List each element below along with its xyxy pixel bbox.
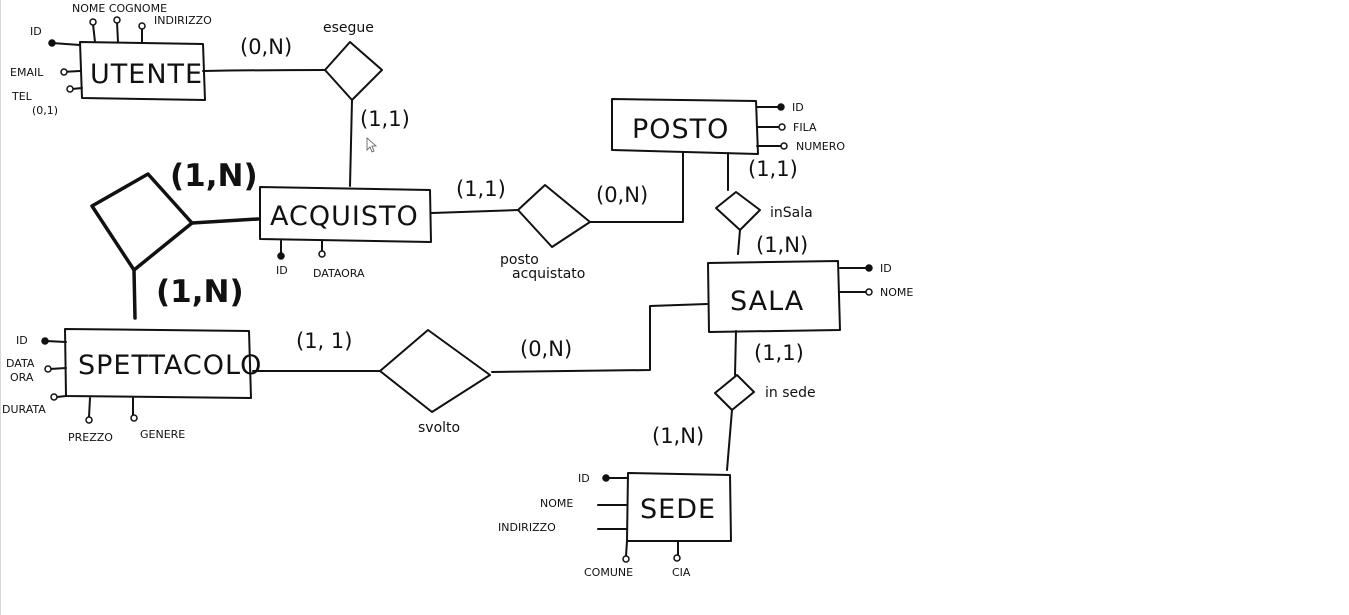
relationship-in-sede-label: in sede [765, 385, 816, 401]
attr-acquisto-data-ora: DATAORA [313, 267, 365, 280]
attr-sede-indirizzo: INDIRIZZO [498, 521, 556, 534]
attr-spettacolo-prezzo: PREZZO [68, 431, 113, 444]
attributes-utente: ID NOME COGNOME INDIRIZZO EMAIL TEL (0,1… [10, 2, 212, 117]
attr-utente-id: ID [30, 25, 42, 38]
relationship-esegue-label: esegue [323, 20, 374, 36]
attr-spettacolo-ora: ORA [10, 371, 34, 384]
card-sede-insede: (1,N) [652, 424, 704, 448]
line-esegue-acquisto [349, 99, 353, 187]
line-utente-esegue [202, 69, 326, 72]
relationship-in-sala-label: inSala [770, 205, 813, 221]
attr-acquisto-id: ID [276, 264, 288, 277]
attr-spettacolo-durata: DURATA [2, 403, 46, 416]
line-svolto-sala [491, 303, 708, 373]
attributes-spettacolo: ID DATA ORA DURATA PREZZO GENERE [2, 334, 185, 444]
line-posto-acquistato-posto [589, 152, 684, 223]
card-posto-acquistato: (0,N) [596, 183, 648, 207]
attr-sede-cia: CIA [672, 566, 691, 579]
attr-spettacolo-id: ID [16, 334, 28, 347]
entity-spettacolo-label: SPETTACOLO [78, 350, 262, 381]
card-utente-esegue: (0,N) [240, 35, 292, 59]
card-sala-insala: (1,N) [756, 233, 808, 257]
line-ternary-acquisto [190, 217, 260, 225]
card-spettacolo-svolto: (1, 1) [296, 329, 352, 353]
line-acquisto-posto-acquistato [431, 209, 519, 214]
card-ternary-top: (1,N) [170, 158, 258, 194]
relationship-ternary[interactable] [90, 172, 194, 272]
card-acquisto-posto: (1,1) [456, 177, 506, 201]
line-insede-sede [726, 409, 733, 471]
connection-lines [132, 69, 741, 471]
attr-sede-comune: COMUNE [584, 566, 633, 579]
attributes-sede: ID NOME INDIRIZZO COMUNE CIA [498, 472, 691, 579]
card-ternary-bottom: (1,N) [156, 274, 244, 310]
attr-sala-nome: NOME [880, 286, 913, 299]
card-esegue-acquisto: (1,1) [360, 107, 410, 131]
relationship-esegue[interactable]: esegue [323, 20, 383, 101]
card-sala-svolto: (0,N) [520, 337, 572, 361]
attr-utente-nome-cognome: NOME COGNOME [72, 2, 167, 15]
attr-utente-indirizzo: INDIRIZZO [154, 14, 212, 27]
attr-spettacolo-data: DATA [6, 357, 35, 370]
attr-utente-email: EMAIL [10, 66, 44, 79]
attr-utente-tel: TEL [11, 90, 33, 103]
relationship-posto-acquistato-label-1: posto [500, 252, 539, 268]
relationship-svolto[interactable]: svolto [379, 329, 491, 436]
entity-sede-label: SEDE [640, 494, 716, 525]
entity-utente[interactable]: UTENTE [79, 41, 206, 101]
attributes-posto: ID FILA NUMERO [756, 101, 845, 153]
attr-spettacolo-genere: GENERE [140, 428, 185, 441]
entity-sala[interactable]: SALA [707, 260, 841, 333]
entity-posto[interactable]: POSTO [611, 98, 759, 155]
card-sala-insede: (1,1) [754, 341, 804, 365]
line-ternary-spettacolo [132, 268, 137, 320]
attr-posto-numero: NUMERO [796, 140, 845, 153]
attr-posto-fila: FILA [793, 121, 817, 134]
attr-sede-id: ID [578, 472, 590, 485]
relationship-posto-acquistato-label-2: acquistato [512, 266, 585, 282]
mouse-cursor-icon [366, 137, 378, 153]
line-sala-insede [734, 330, 737, 376]
entity-acquisto[interactable]: ACQUISTO [259, 186, 432, 243]
entity-acquisto-label: ACQUISTO [270, 201, 419, 232]
relationship-in-sala[interactable]: inSala [715, 191, 813, 231]
attr-utente-tel-cardinality: (0,1) [32, 104, 58, 117]
line-insala-sala [737, 229, 741, 255]
attr-sede-nome: NOME [540, 497, 573, 510]
entity-sede[interactable]: SEDE [626, 472, 732, 542]
attributes-acquisto: ID DATAORA [276, 240, 365, 280]
relationship-in-sede[interactable]: in sede [714, 374, 816, 411]
entity-utente-label: UTENTE [90, 59, 203, 90]
attr-sala-id: ID [880, 262, 892, 275]
left-edge-divider [0, 0, 1, 615]
entity-spettacolo[interactable]: SPETTACOLO [64, 328, 262, 399]
attr-posto-id: ID [792, 101, 804, 114]
relationship-svolto-label: svolto [418, 420, 460, 436]
cardinalities: (0,N) (1,1) (1,1) (0,N) (1,1) (1,N) (1,N… [156, 35, 808, 448]
attributes-sala: ID NOME [839, 262, 913, 299]
entity-posto-label: POSTO [632, 114, 729, 145]
card-posto-insala: (1,1) [748, 157, 798, 181]
entity-sala-label: SALA [730, 286, 804, 317]
relationship-posto-acquistato[interactable]: posto acquistato [500, 184, 591, 282]
